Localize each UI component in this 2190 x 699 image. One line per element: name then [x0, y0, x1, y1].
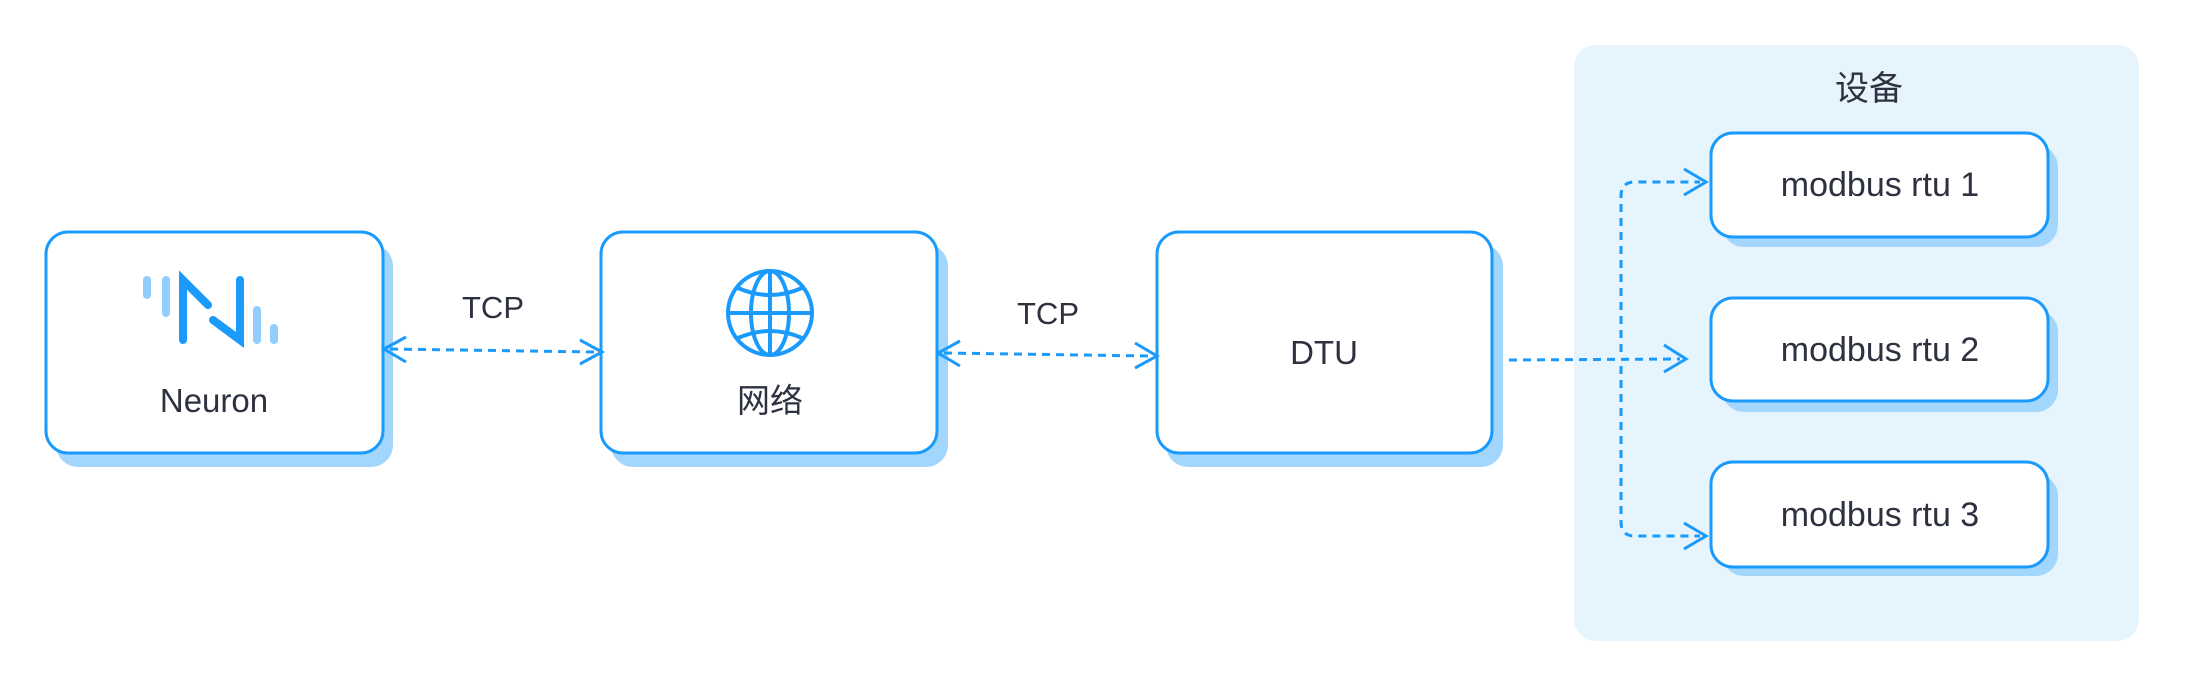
- globe-icon: [726, 269, 814, 357]
- neuron-logo-icon: [143, 270, 278, 348]
- devices-group-title: 设备: [1835, 70, 1903, 108]
- link-neuron-network-label: TCP: [462, 290, 524, 325]
- link-dtu-devices: [1508, 167, 1709, 551]
- device-node-1-label: modbus rtu 1: [1781, 166, 1979, 204]
- node-network-label: 网络: [737, 382, 803, 419]
- arrow-right-icon: [1663, 343, 1689, 374]
- arrow-left-icon: [934, 339, 961, 368]
- device-node-3[interactable]: modbus rtu 3: [1709, 460, 2058, 576]
- arrow-left-icon: [380, 335, 407, 364]
- node-neuron[interactable]: Neuron: [44, 230, 393, 467]
- link-network-dtu: TCP: [934, 296, 1161, 370]
- link-neuron-network: TCP: [380, 290, 606, 366]
- node-neuron-label: Neuron: [160, 382, 268, 419]
- node-network[interactable]: 网络: [599, 230, 948, 467]
- device-node-1[interactable]: modbus rtu 1: [1709, 131, 2058, 247]
- node-dtu[interactable]: DTU: [1155, 230, 1503, 467]
- device-node-3-label: modbus rtu 3: [1781, 496, 1979, 534]
- arrow-right-icon: [1683, 167, 1709, 197]
- device-node-2-label: modbus rtu 2: [1781, 331, 1979, 369]
- arrow-right-icon: [1683, 521, 1709, 551]
- arrow-right-icon: [579, 338, 606, 366]
- device-node-2[interactable]: modbus rtu 2: [1709, 296, 2058, 412]
- link-network-dtu-label: TCP: [1017, 296, 1079, 331]
- arrow-right-icon: [1134, 341, 1161, 370]
- node-dtu-label: DTU: [1290, 334, 1358, 371]
